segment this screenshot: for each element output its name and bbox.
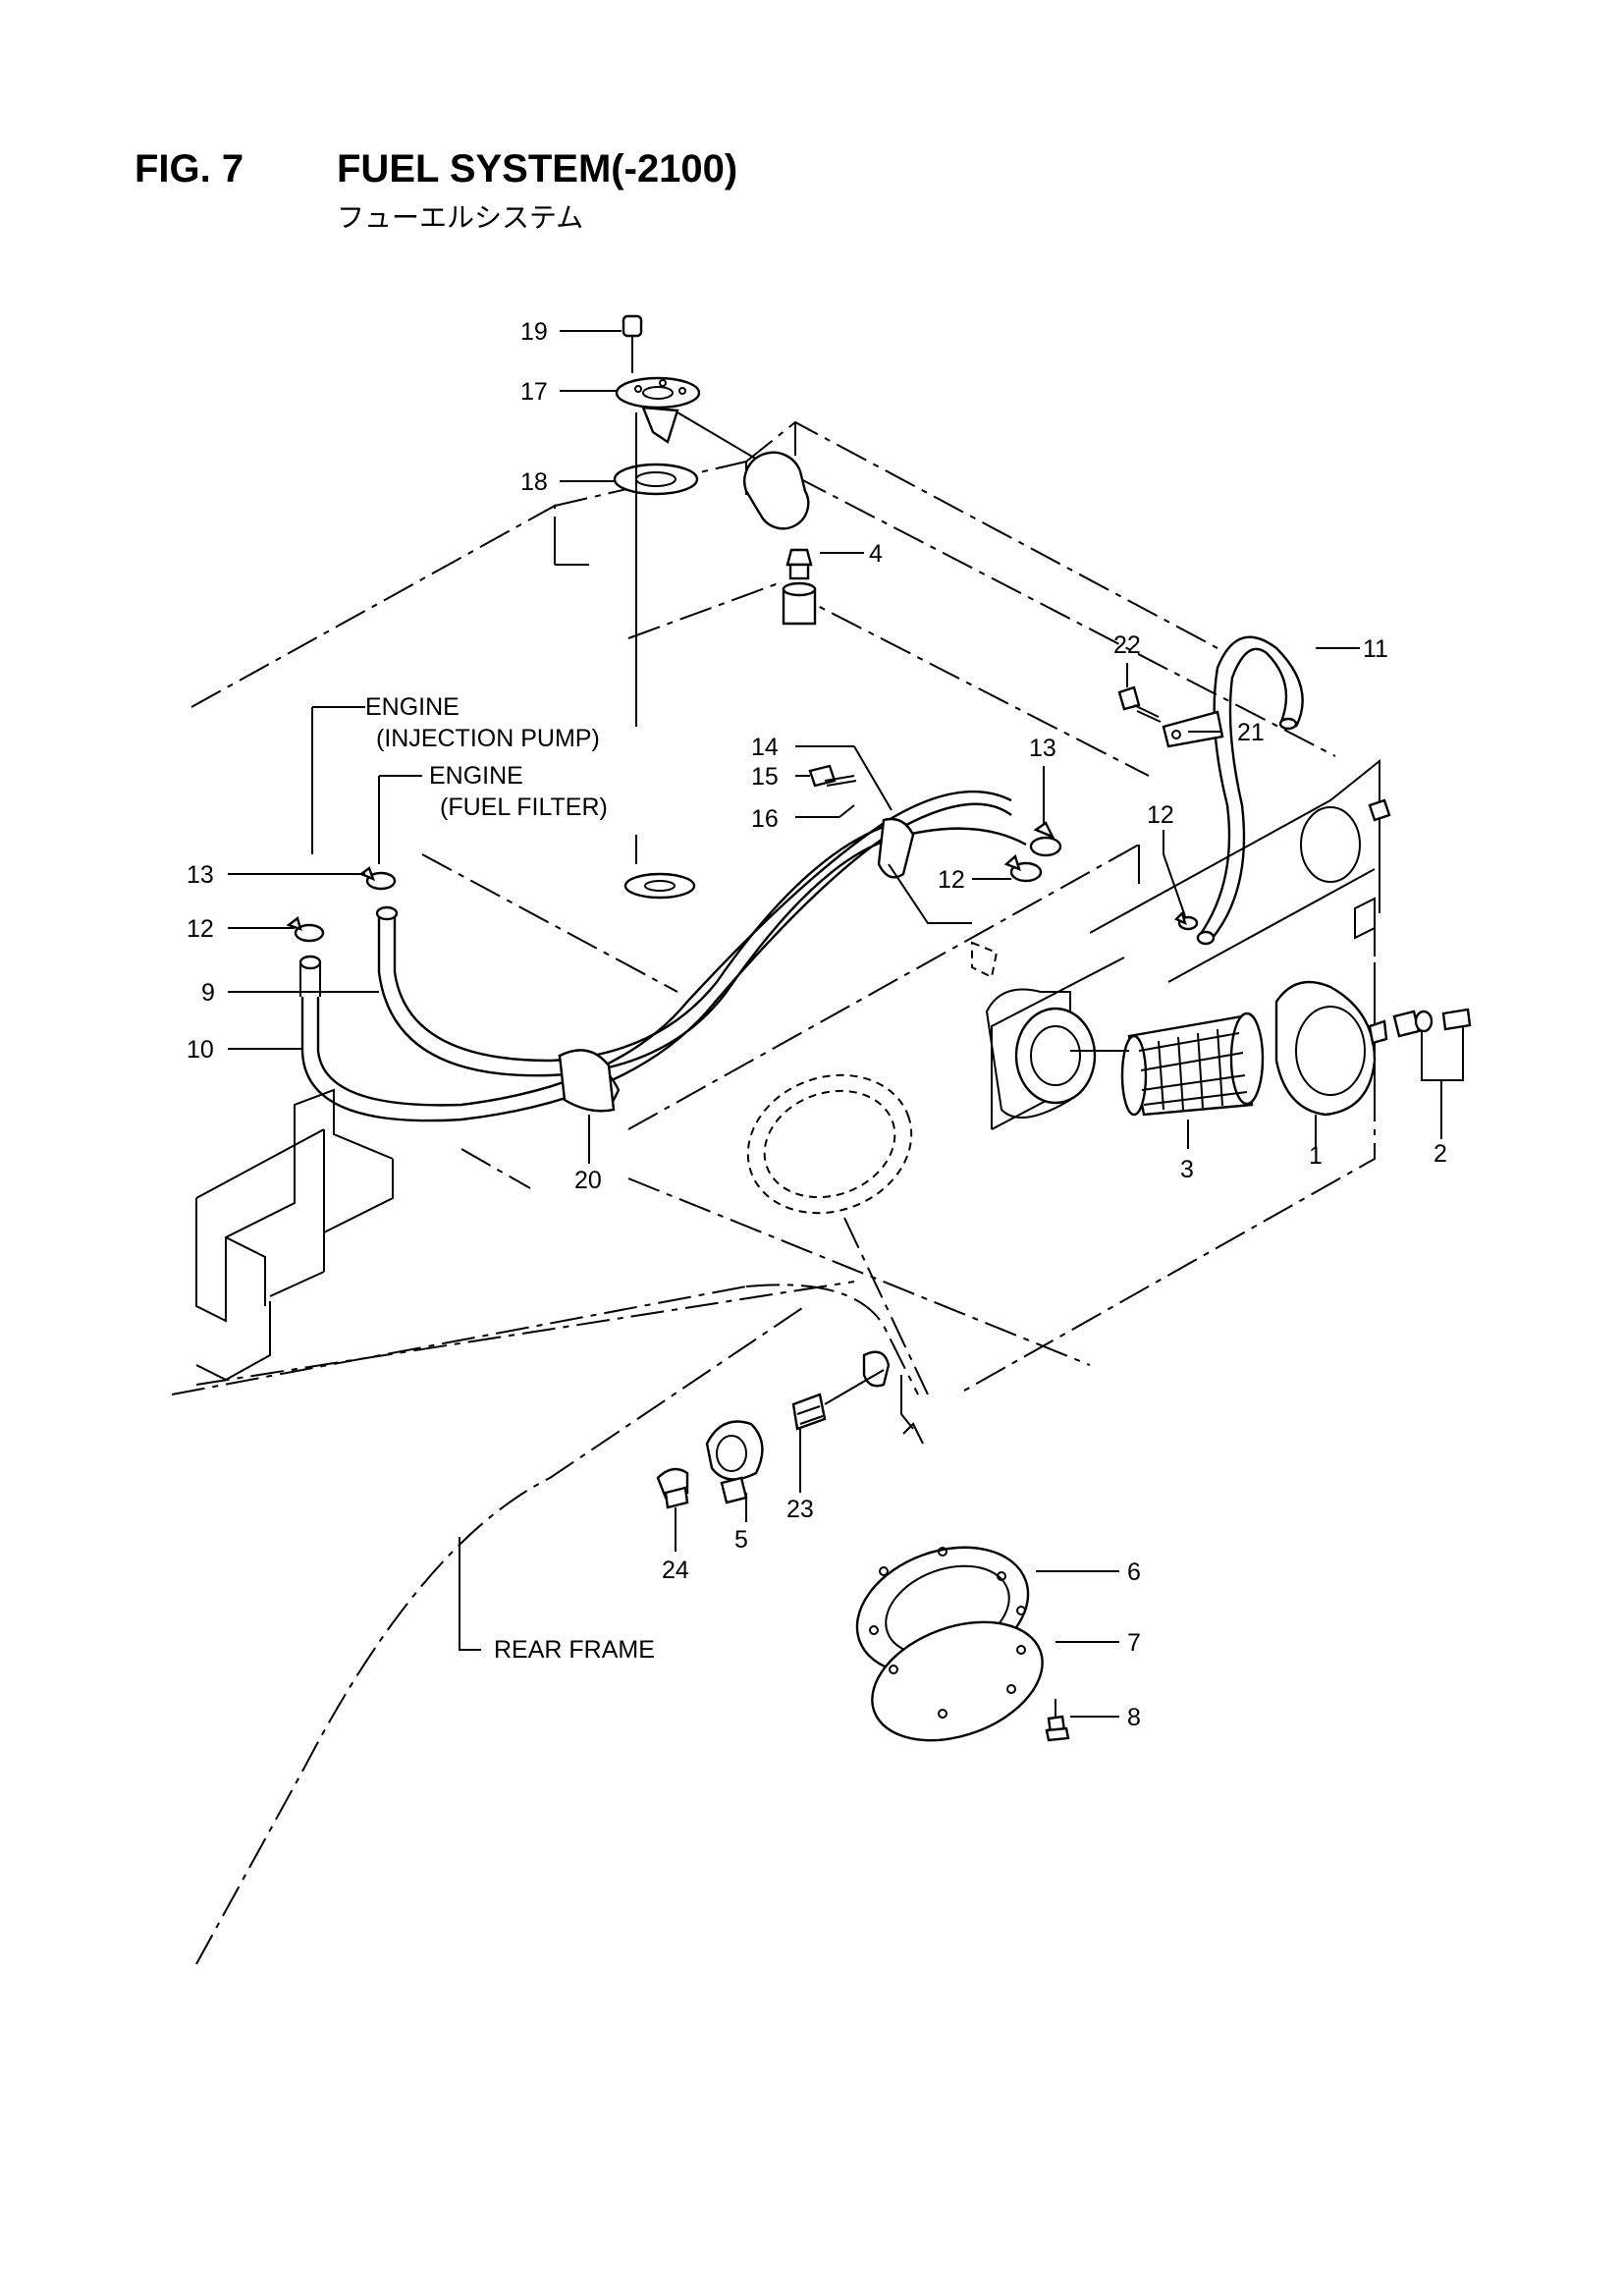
figure-subtitle: フューエルシステム [337, 201, 584, 234]
callout-24: 24 [662, 1557, 689, 1584]
callout-22: 22 [1113, 631, 1141, 659]
hose-clamps [286, 821, 1199, 943]
drain-opening-outline [746, 1073, 929, 1395]
tank-body [195, 520, 1391, 1445]
figure-number: FIG. 7 [135, 147, 244, 191]
notes: ENGINE (INJECTION PUMP) ENGINE (FUEL FIL… [365, 693, 655, 1664]
callout-2: 2 [1434, 1140, 1447, 1168]
callout-19: 19 [520, 318, 548, 346]
callout-9: 9 [201, 979, 215, 1007]
band-20 [558, 1049, 616, 1113]
note-engine-injection-line2: (INJECTION PUMP) [376, 725, 600, 752]
figure-title: FUEL SYSTEM(-2100) [337, 147, 738, 191]
callout-21: 21 [1237, 719, 1265, 746]
callout-12c: 12 [1147, 801, 1174, 829]
cover-7 [871, 1620, 1044, 1742]
return-hose-11 [1117, 635, 1304, 946]
note-engine-injection-line1: ENGINE [365, 693, 460, 721]
leader-lines [228, 330, 1442, 1718]
note-engine-filter-line2: (FUEL FILTER) [440, 793, 608, 821]
callout-23: 23 [786, 1496, 814, 1523]
callout-8: 8 [1127, 1704, 1141, 1731]
bolt-15 [808, 764, 857, 788]
callout-labels: 19 17 18 4 11 22 21 14 15 16 13 12 12 13… [187, 318, 1447, 1731]
callout-7: 7 [1127, 1629, 1141, 1657]
washer-16 [839, 804, 855, 818]
drain-cock-assembly [656, 1350, 891, 1509]
filler-cap-1 [1274, 980, 1388, 1117]
callout-17: 17 [520, 378, 548, 406]
fitting-2 [1392, 1008, 1472, 1081]
callout-1: 1 [1309, 1142, 1323, 1170]
callout-6: 6 [1127, 1558, 1141, 1586]
callout-13a: 13 [187, 861, 214, 889]
callout-18: 18 [520, 468, 548, 496]
callout-11: 11 [1363, 635, 1388, 663]
callout-10: 10 [187, 1036, 214, 1064]
callout-3: 3 [1180, 1156, 1194, 1183]
callout-15: 15 [751, 763, 779, 791]
rear-frame-outline [171, 1284, 919, 1965]
fuel-tank-outline [190, 420, 1376, 1395]
filler-neck [985, 988, 1097, 1119]
callout-20: 20 [574, 1167, 602, 1194]
callout-4: 4 [869, 540, 883, 568]
callout-14: 14 [751, 734, 779, 761]
callout-16: 16 [751, 805, 779, 833]
fuel-sender-unit [613, 314, 810, 900]
callout-12b: 12 [938, 866, 965, 894]
note-rear-frame: REAR FRAME [494, 1636, 655, 1664]
callout-12a: 12 [187, 915, 214, 943]
fitting-4 [782, 548, 817, 626]
fuel-hoses [298, 790, 1027, 1122]
callout-5: 5 [734, 1526, 748, 1554]
note-engine-filter-line1: ENGINE [429, 762, 523, 790]
strainer-3 [1070, 1011, 1265, 1117]
bolt-8 [1045, 1699, 1070, 1742]
callout-13b: 13 [1029, 735, 1056, 762]
